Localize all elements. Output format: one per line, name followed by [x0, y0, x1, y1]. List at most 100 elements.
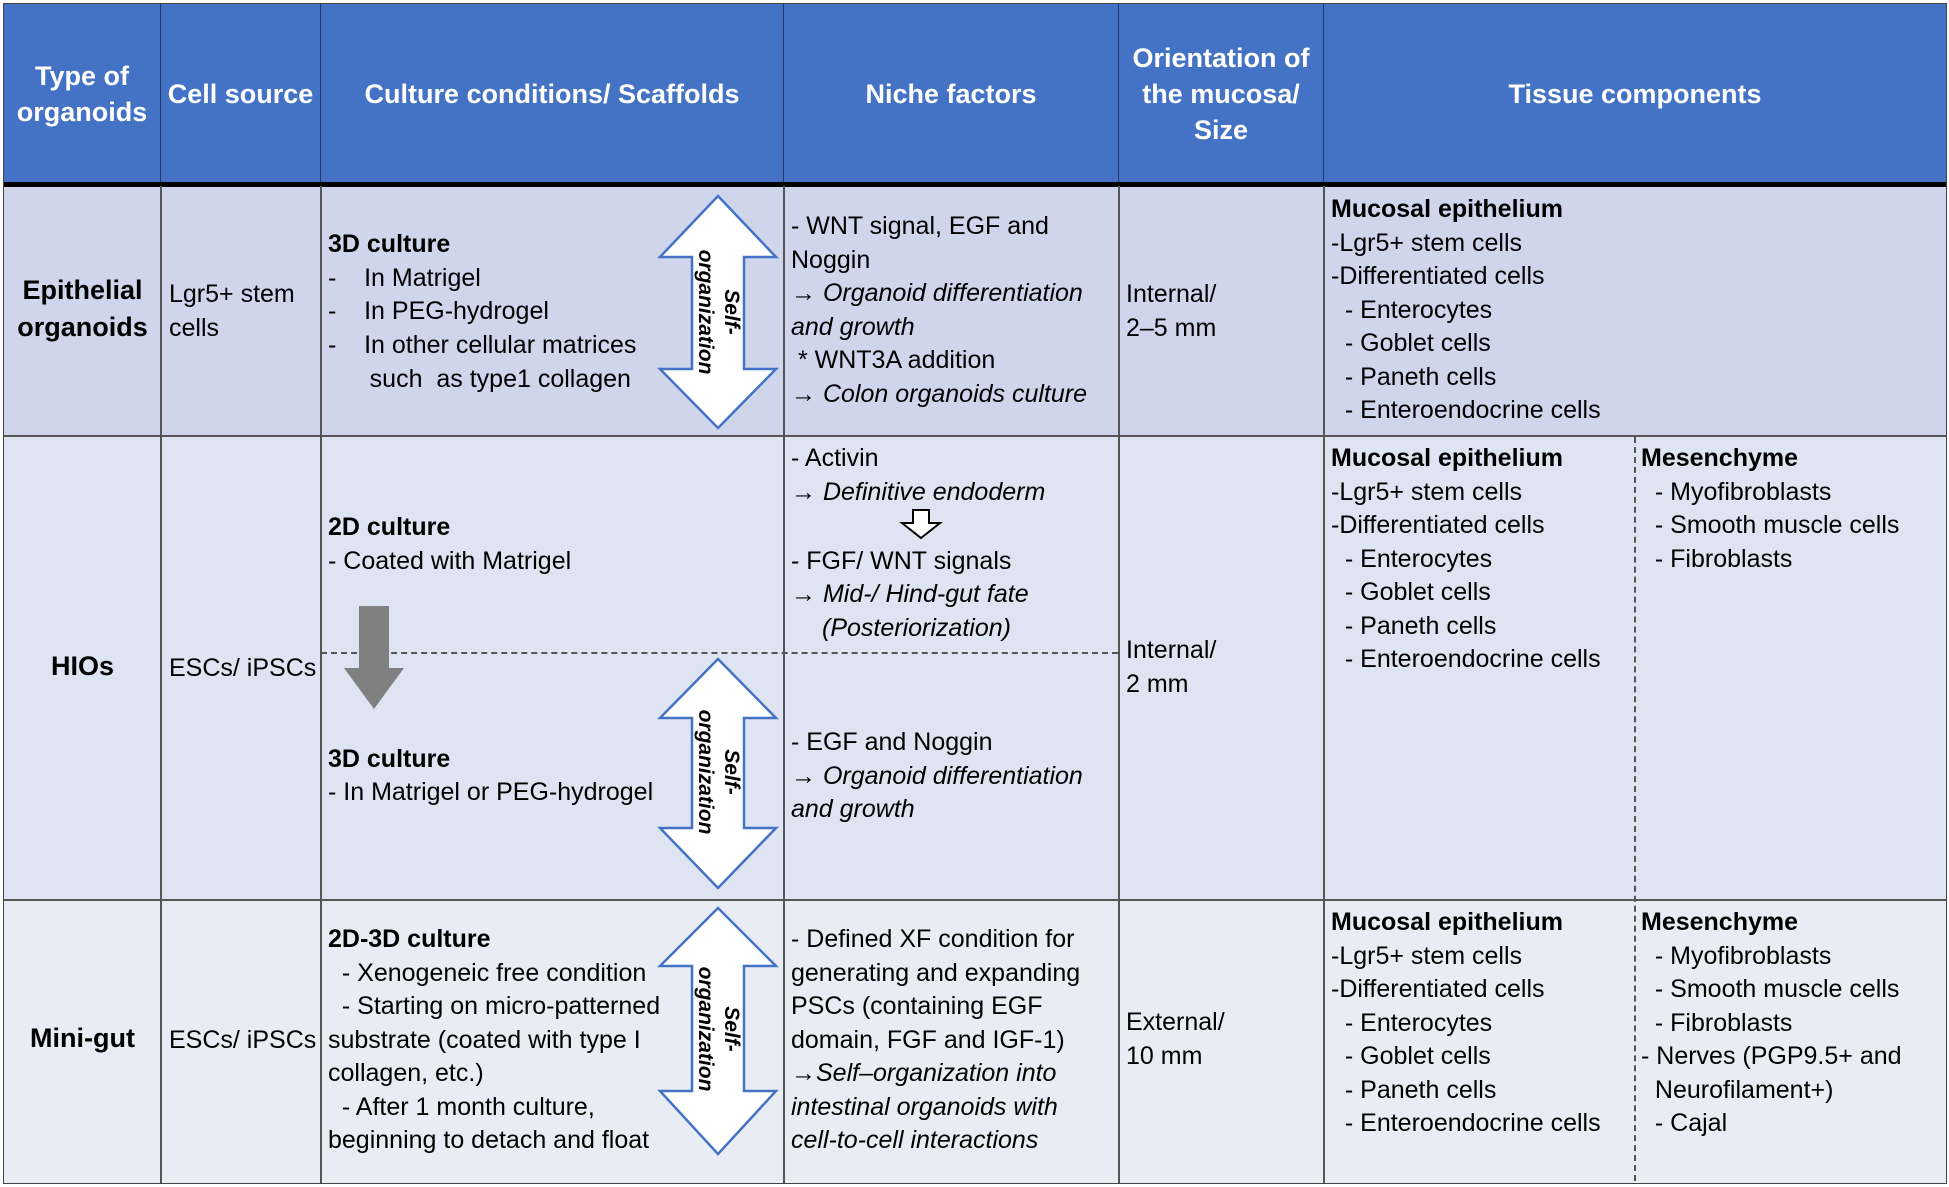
- row-label-minigut: Mini-gut: [30, 1023, 135, 1053]
- mucosa-item: - Paneth cells: [1331, 363, 1497, 391]
- mesenchyme-title: Mesenchyme: [1641, 908, 1799, 936]
- niche-line: → Organoid differentiation: [791, 759, 1083, 793]
- mucosa-item: - Goblet cells: [1331, 578, 1491, 606]
- niche-line: - FGF/ WNT signals: [791, 547, 1012, 575]
- table-border: [3, 3, 1947, 1184]
- mucosa-item: - Enterocytes: [1331, 296, 1493, 324]
- mucosa-item: - Enterocytes: [1331, 545, 1493, 573]
- niche-line: - WNT signal, EGF and: [791, 212, 1049, 240]
- niche-line: domain, FGF and IGF-1): [791, 1026, 1065, 1054]
- niche-line: - Defined XF condition for: [791, 925, 1075, 953]
- mesenchyme-item: Neurofilament+): [1641, 1076, 1834, 1104]
- niche-line: intestinal organoids with: [791, 1093, 1058, 1121]
- row-divider: [4, 899, 1946, 901]
- col-divider: [783, 186, 785, 1183]
- niche-line: → Mid-/ Hind-gut fate: [791, 577, 1029, 611]
- culture-item: - In PEG-hydrogel: [328, 297, 549, 325]
- niche-line: → Definitive endoderm: [791, 475, 1045, 509]
- mucosa-item: - Enteroendocrine cells: [1331, 645, 1601, 673]
- culture-item: collagen, etc.): [328, 1059, 484, 1087]
- row-hios-bg: [4, 435, 1946, 899]
- mucosa-item: - Goblet cells: [1331, 1042, 1491, 1070]
- orientation-epithelial: Internal/ 2–5 mm: [1126, 280, 1217, 342]
- mucosa-item: - Enteroendocrine cells: [1331, 396, 1601, 424]
- culture-item: beginning to detach and float: [328, 1126, 650, 1154]
- mesenchyme-item: - Fibroblasts: [1641, 545, 1793, 573]
- niche-arrow: →: [791, 279, 823, 307]
- col-divider: [160, 186, 162, 1183]
- culture-item: such as type1 collagen: [328, 365, 631, 393]
- niche-result: Organoid differentiation: [822, 279, 1083, 307]
- niche-line: * WNT3A addition: [791, 346, 996, 374]
- source-minigut: ESCs/ iPSCs: [169, 1026, 317, 1054]
- header-culture: Culture conditions/ Scaffolds: [321, 4, 784, 184]
- mucosa-item: -Differentiated cells: [1331, 262, 1545, 290]
- self-organization-arrow-epithelial: [657, 194, 779, 430]
- mucosa-item: -Lgr5+ stem cells: [1331, 229, 1523, 257]
- niche-line: and growth: [791, 795, 915, 823]
- source-epithelial: Lgr5+ stem cells: [169, 280, 295, 342]
- mesenchyme-item: - Smooth muscle cells: [1641, 511, 1900, 539]
- row-divider: [4, 435, 1946, 437]
- down-arrow-2d-to-3d: [344, 606, 404, 709]
- mesenchyme-item: - Cajal: [1641, 1109, 1728, 1137]
- niche-line: - EGF and Noggin: [791, 728, 993, 756]
- mesenchyme-item: - Myofibroblasts: [1641, 942, 1832, 970]
- source-hios: ESCs/ iPSCs: [169, 654, 317, 682]
- tissue-dashed-divider: [1634, 437, 1636, 1181]
- header-niche: Niche factors: [784, 4, 1119, 184]
- mucosa-item: - Enterocytes: [1331, 1009, 1493, 1037]
- culture-item: - Coated with Matrigel: [328, 547, 572, 575]
- row-minigut-bg: [4, 899, 1946, 1183]
- self-organization-arrow-minigut: [656, 906, 780, 1156]
- mesenchyme-item: - Fibroblasts: [1641, 1009, 1793, 1037]
- niche-line: → Organoid differentiation: [791, 276, 1083, 310]
- mucosa-title: Mucosal epithelium: [1331, 195, 1563, 223]
- culture-item: - Starting on micro-patterned: [328, 992, 661, 1020]
- culture-item: - In Matrigel: [328, 264, 481, 292]
- culture-item: substrate (coated with type I: [328, 1026, 641, 1054]
- mesenchyme-item: - Nerves (PGP9.5+ and: [1641, 1042, 1902, 1070]
- mucosa-item: -Lgr5+ stem cells: [1331, 478, 1523, 506]
- niche-result: Mid-/ Hind-gut fate: [822, 580, 1029, 608]
- row-label-epithelial: Epithelial organoids: [17, 275, 148, 342]
- mucosa-item: - Paneth cells: [1331, 1076, 1497, 1104]
- culture-item: - In Matrigel or PEG-hydrogel: [328, 778, 654, 806]
- niche-arrow: →: [791, 478, 823, 506]
- culture-item: - Xenogeneic free condition: [328, 959, 647, 987]
- header-orientation: Orientation of the mucosa/ Size: [1119, 4, 1324, 184]
- mesenchyme-title: Mesenchyme: [1641, 444, 1799, 472]
- niche-arrow: →: [791, 380, 823, 408]
- niche-line: (Posteriorization): [822, 614, 1011, 642]
- culture-item: - After 1 month culture,: [328, 1093, 595, 1121]
- mesenchyme-item: - Smooth muscle cells: [1641, 975, 1900, 1003]
- mucosa-item: -Lgr5+ stem cells: [1331, 942, 1523, 970]
- mucosa-item: - Paneth cells: [1331, 612, 1497, 640]
- mucosa-title: Mucosal epithelium: [1331, 444, 1563, 472]
- culture-item: - In other cellular matrices: [328, 331, 637, 359]
- mesenchyme-item: - Myofibroblasts: [1641, 478, 1832, 506]
- orientation-minigut: External/ 10 mm: [1126, 1008, 1225, 1070]
- niche-line: cell-to-cell interactions: [791, 1126, 1039, 1154]
- hios-stage-dashed-divider: [321, 652, 1118, 654]
- mucosa-item: -Differentiated cells: [1331, 975, 1545, 1003]
- niche-line: and growth: [791, 313, 915, 341]
- niche-line: Noggin: [791, 246, 871, 274]
- niche-line: →Self–organization into: [791, 1059, 1057, 1087]
- niche-arrow: →: [791, 762, 823, 790]
- col-divider: [1323, 186, 1325, 1183]
- culture-title-minigut: 2D-3D culture: [328, 925, 491, 953]
- header-tissue: Tissue components: [1324, 4, 1946, 184]
- niche-result: Definitive endoderm: [822, 478, 1046, 506]
- col-divider: [320, 186, 322, 1183]
- niche-down-arrow: [899, 509, 943, 540]
- mucosa-item: - Enteroendocrine cells: [1331, 1109, 1601, 1137]
- niche-line: - Activin: [791, 444, 879, 472]
- self-organization-arrow-hios: [657, 657, 779, 890]
- row-epithelial-bg: [4, 186, 1946, 435]
- niche-line: PSCs (containing EGF: [791, 992, 1043, 1020]
- niche-result: Organoid differentiation: [822, 762, 1083, 790]
- header-source: Cell source: [161, 4, 321, 184]
